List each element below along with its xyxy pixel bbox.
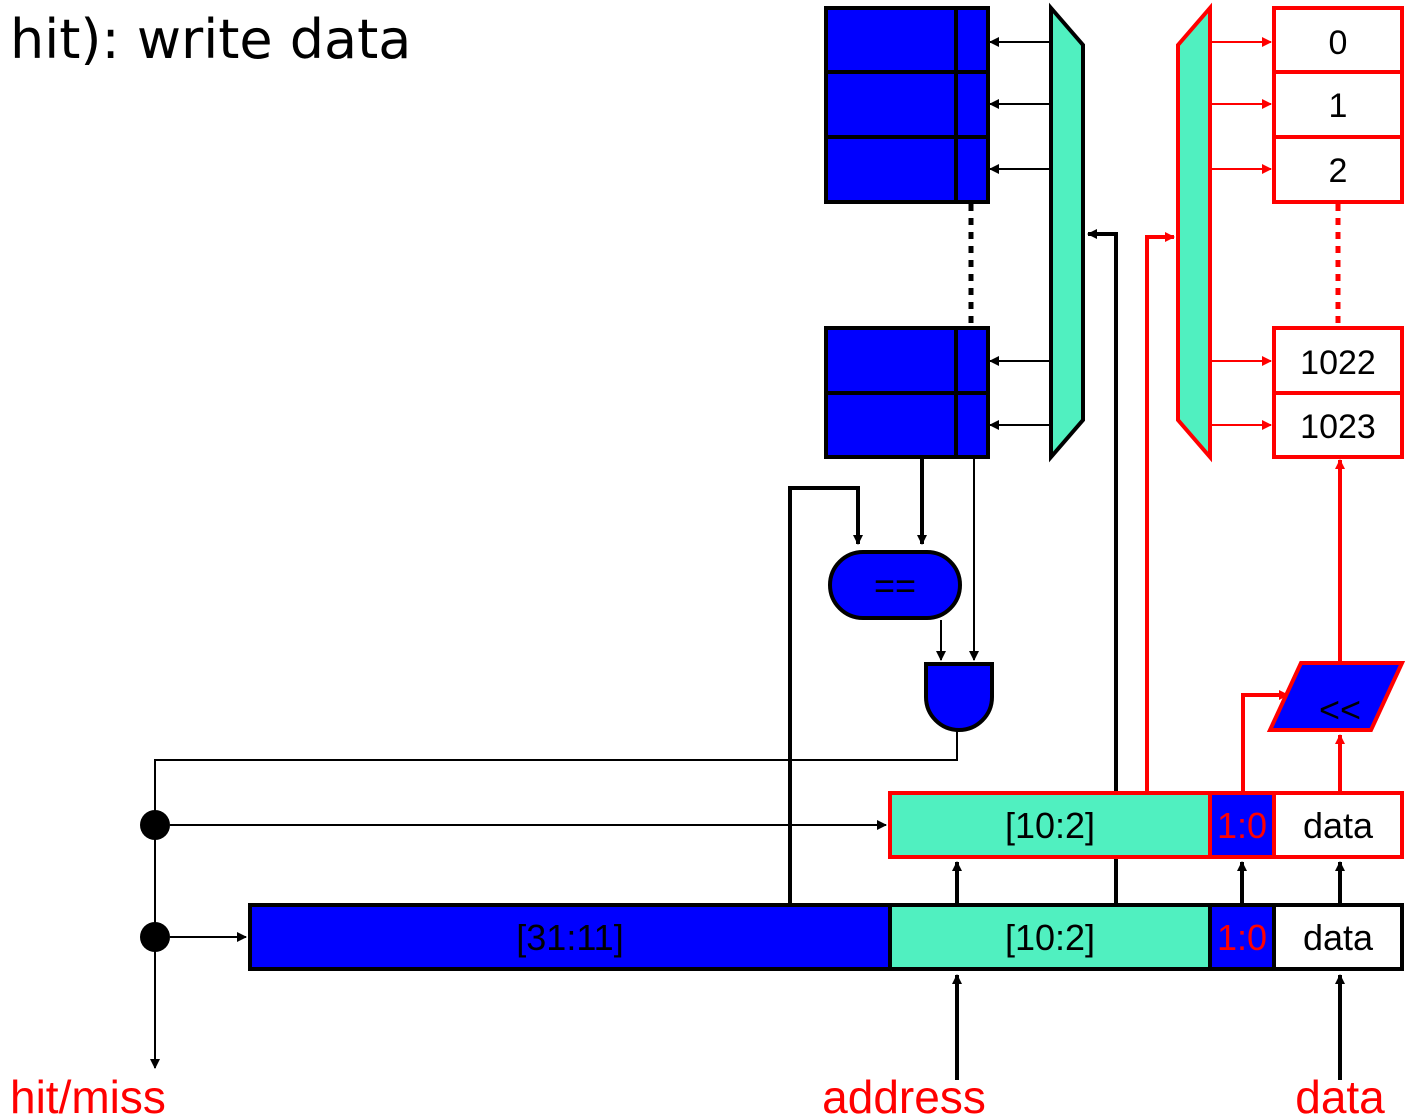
write-buffer-index-field: [10:2] [1005, 805, 1095, 846]
memory-row-label: 1023 [1300, 408, 1376, 446]
address-index-field: [10:2] [1005, 917, 1095, 958]
hit-miss-label: hit/miss [10, 1071, 166, 1118]
write-buffer-offset-field: 1:0 [1217, 805, 1267, 846]
hit-signal-wire [150, 731, 958, 1069]
and-gate [924, 662, 994, 732]
memory-row-label: 2 [1329, 152, 1348, 190]
index-to-memory-decoder-wire [1145, 232, 1175, 793]
main-memory [1272, 6, 1404, 459]
decoder-row-select-arrows [989, 37, 1050, 430]
shifter-symbol: << [1319, 689, 1361, 730]
memory-row-select-arrows [1212, 37, 1272, 430]
memory-row-label: 1 [1329, 87, 1348, 125]
memory-row-decoder [1176, 2, 1212, 463]
memory-row-label: 0 [1329, 24, 1348, 62]
address-data-field: data [1303, 917, 1374, 958]
junction-dot [140, 922, 170, 952]
write-buffer-register [888, 791, 1404, 859]
write-buffer-data-field: data [1303, 805, 1374, 846]
cache-row-decoder [1049, 2, 1085, 463]
comparator-symbol: == [874, 565, 916, 606]
address-tag-field: [31:11] [516, 917, 623, 958]
slide-title: hit): write data [10, 8, 411, 71]
address-register [248, 903, 1404, 971]
offset-to-shifter-wire [1241, 690, 1289, 793]
junction-dot [140, 810, 170, 840]
addr-tag-to-comparator-wire [788, 486, 863, 905]
cache-array-bottom [824, 326, 990, 459]
data-label: data [1295, 1071, 1385, 1118]
memory-row-label: 1022 [1300, 344, 1376, 382]
tag-comparator [828, 550, 962, 620]
cache-array-top [824, 6, 990, 204]
address-label: address [822, 1071, 986, 1118]
address-offset-field: 1:0 [1217, 917, 1267, 958]
index-to-cache-decoder-wire [1087, 229, 1118, 905]
shifter [1266, 661, 1406, 732]
